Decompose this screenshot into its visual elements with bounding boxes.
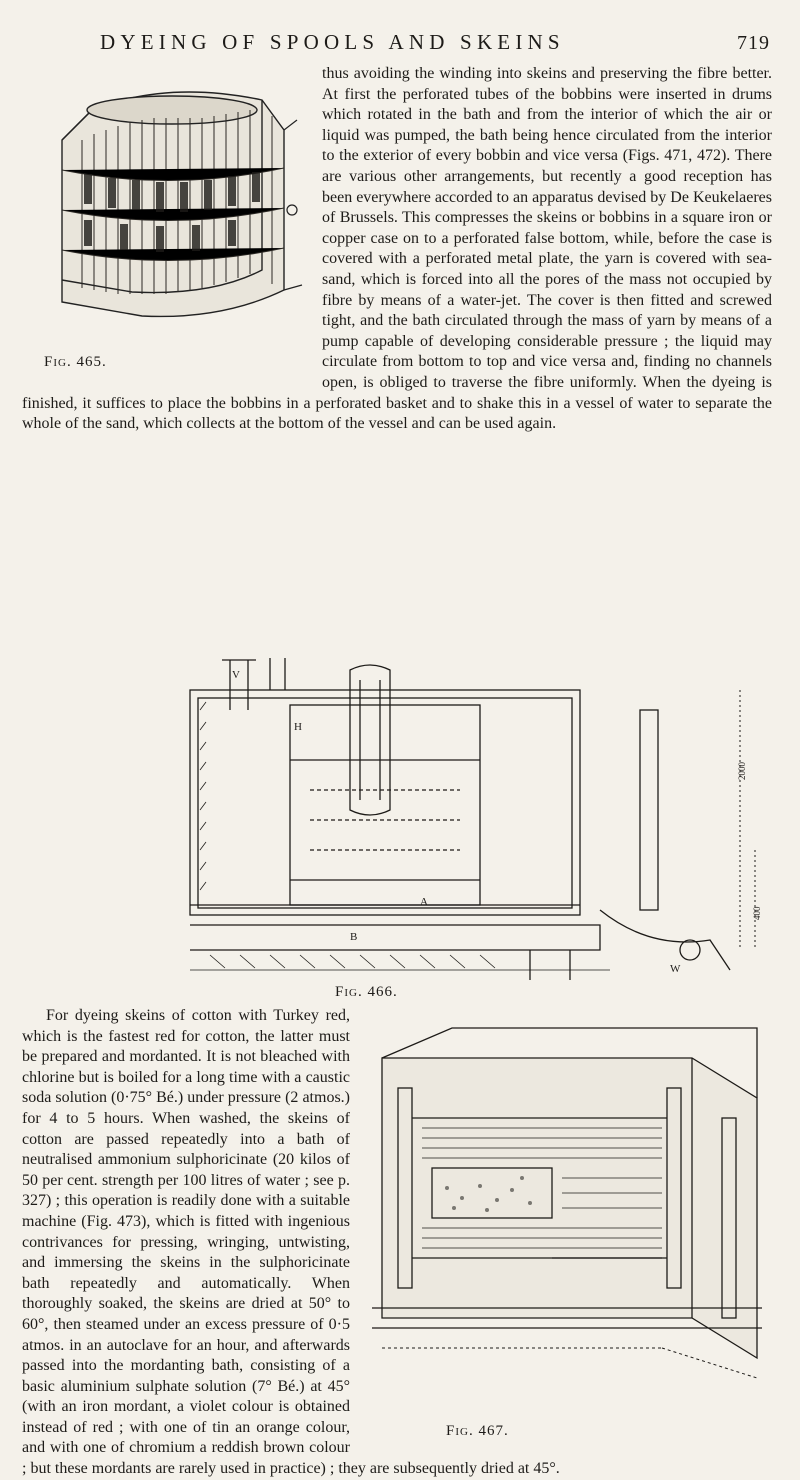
- figure-467-drawing: [372, 1027, 762, 1379]
- paragraph-1-text: thus avoiding the winding into skeins an…: [22, 65, 772, 433]
- fig466-label-w: W: [670, 963, 681, 975]
- figure-466: H A B W V 2000 400: [170, 650, 770, 980]
- figure-465-caption: Fig. 465.: [44, 354, 107, 371]
- fig466-label-v: V: [232, 669, 240, 681]
- fig466-label-h: H: [294, 721, 302, 733]
- page-number: 719: [737, 32, 770, 54]
- body-paragraph-2: Fig. 467. For dyeing skeins of cotton wi…: [22, 1006, 772, 1480]
- figure-465-drawing: [61, 91, 303, 318]
- fig466-dim-2: 400: [752, 906, 762, 920]
- figure-465: Fig. 465.: [22, 70, 312, 375]
- fig466-dim-1: 2000: [737, 762, 747, 781]
- figure-467-caption: Fig. 467.: [446, 1423, 509, 1440]
- running-head: DYEING OF SPOOLS AND SKEINS 719: [0, 12, 800, 62]
- running-head-title: DYEING OF SPOOLS AND SKEINS: [100, 30, 565, 54]
- figure-466-drawing: H A B W V 2000 400: [189, 658, 762, 980]
- body-paragraph-1: Fig. 465. thus avoiding the winding into…: [22, 64, 772, 435]
- fig466-label-a: A: [420, 896, 428, 908]
- figure-467: Fig. 467.: [362, 1018, 772, 1448]
- figure-466-caption: Fig. 466.: [335, 984, 398, 1000]
- fig466-label-b: B: [350, 931, 357, 943]
